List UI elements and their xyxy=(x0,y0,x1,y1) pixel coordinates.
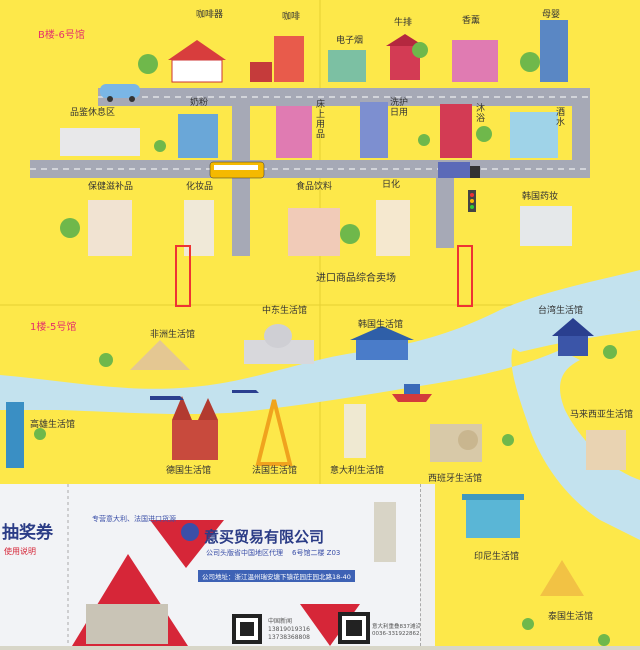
coupon-usage: 使用说明 xyxy=(4,547,36,556)
building-wine xyxy=(510,112,558,158)
coupon-perforation xyxy=(420,484,435,646)
label-germany: 德国生活馆 xyxy=(166,466,212,476)
boat xyxy=(392,384,432,402)
taiwan-memorial xyxy=(552,318,594,356)
label-africa: 非洲生活馆 xyxy=(150,330,196,340)
zone-lower-label: 1楼-5号馆 xyxy=(30,322,77,333)
coupon-title: 抽奖券 xyxy=(2,523,53,543)
building-perfume xyxy=(452,40,498,82)
building-coffee xyxy=(250,36,304,82)
blue-car xyxy=(100,84,140,102)
label-taipei: 高雄生活馆 xyxy=(30,420,76,430)
lottery-coupon: 抽奖券 使用说明 专营意大利、法国进口货源 意买贸易有限公司 公司头版省中国地区… xyxy=(0,484,423,646)
label-malaysia: 马来西亚生活馆 xyxy=(570,410,634,420)
label-france: 法国生活馆 xyxy=(252,466,298,476)
qr-left-caption: 中国新闻 xyxy=(268,618,293,625)
road-vertical-left xyxy=(232,106,250,256)
label-indonesia: 印尼生活馆 xyxy=(474,552,520,562)
building-mother-baby xyxy=(540,20,568,82)
building-food xyxy=(288,208,340,256)
spain-building xyxy=(430,424,482,462)
river xyxy=(0,270,640,540)
coupon-graphics xyxy=(67,484,396,646)
germany-castle xyxy=(172,396,218,460)
booth-number: 6号馆二楼 Z03 xyxy=(292,549,341,557)
ladder-right xyxy=(457,245,473,307)
coupon-slogan: 专营意大利、法国进口货源 xyxy=(92,515,176,523)
label-italy: 意大利生活馆 xyxy=(330,466,385,476)
phone-2: 13738368808 xyxy=(268,634,310,641)
label-milk-powder: 奶粉 xyxy=(190,98,209,108)
label-rest-area: 品鉴休息区 xyxy=(70,108,116,118)
road-vertical-right xyxy=(436,178,454,248)
taipei-101 xyxy=(6,402,24,468)
zone-upper-label: B楼-6号馆 xyxy=(38,30,85,41)
label-cosmetics: 化妆品 xyxy=(186,182,214,192)
phone-3: 0036-3319228625 xyxy=(372,631,423,637)
company-address: 公司地址：浙江温州瑞安塘下镇花园庄园北路18-40 xyxy=(198,570,355,582)
eiffel-tower xyxy=(255,399,293,466)
building-coffee-machine xyxy=(168,40,226,83)
building-bath xyxy=(440,104,472,158)
label-life-goods: 床上用品 xyxy=(316,100,326,140)
building-life-goods xyxy=(276,106,312,158)
coupon-pisa xyxy=(374,502,396,562)
road-right xyxy=(572,88,590,178)
building-electronics xyxy=(328,50,366,82)
malaysia-arch xyxy=(586,430,626,470)
company-logo xyxy=(181,523,199,541)
label-food: 食品饮料 xyxy=(296,182,333,192)
label-pharmacy: 韩国药妆 xyxy=(522,192,559,202)
label-taiwan: 台湾生活馆 xyxy=(538,306,584,316)
building-rest-area xyxy=(60,128,140,156)
building-health xyxy=(88,200,132,256)
phone-1: 13819019316 xyxy=(268,626,310,633)
building-cosmetics xyxy=(184,200,214,256)
label-coffee: 咖啡 xyxy=(282,12,301,22)
building-milk xyxy=(178,114,218,158)
company-name: 意买贸易有限公司 xyxy=(204,528,325,546)
truck xyxy=(438,162,480,178)
label-health: 保健滋补品 xyxy=(88,182,134,192)
label-thailand: 泰国生活馆 xyxy=(548,612,594,622)
label-china-india: 中东生活馆 xyxy=(262,306,308,316)
building-daily xyxy=(376,200,410,256)
thai-temple xyxy=(540,560,584,596)
label-korea: 韩国生活馆 xyxy=(358,320,404,330)
red-triangle-top xyxy=(150,520,224,568)
label-wine: 酒水 xyxy=(556,108,566,128)
korean-palace xyxy=(350,326,414,360)
label-wash-care: 洗护日用 xyxy=(390,98,409,118)
label-bath: 沐浴 xyxy=(476,104,486,124)
taj-mahal xyxy=(244,324,314,364)
airplanes xyxy=(150,390,259,400)
label-daily: 日化 xyxy=(382,180,401,190)
pisa-tower xyxy=(344,404,366,458)
qr-right-caption: 意大利重叠837滩沿 xyxy=(372,624,421,630)
label-coffee-machine: 咖啡器 xyxy=(196,10,224,20)
pyramids xyxy=(130,340,190,370)
ladder-left xyxy=(175,245,191,307)
building-pharmacy xyxy=(520,206,572,246)
company-subtitle: 公司头版省中国地区代理 xyxy=(206,549,283,557)
label-spain: 西班牙生活馆 xyxy=(428,474,483,484)
colosseum xyxy=(86,604,168,644)
label-electronics: 电子烟 xyxy=(336,36,364,46)
yellow-bus xyxy=(209,161,265,179)
label-perfume: 香薰 xyxy=(462,16,481,26)
building-wash xyxy=(360,102,388,158)
label-beef: 牛排 xyxy=(394,18,413,28)
label-mother-baby: 母婴 xyxy=(542,10,561,20)
brandenburg-gate xyxy=(462,494,524,538)
label-import-center: 进口商品综合卖场 xyxy=(316,273,396,284)
